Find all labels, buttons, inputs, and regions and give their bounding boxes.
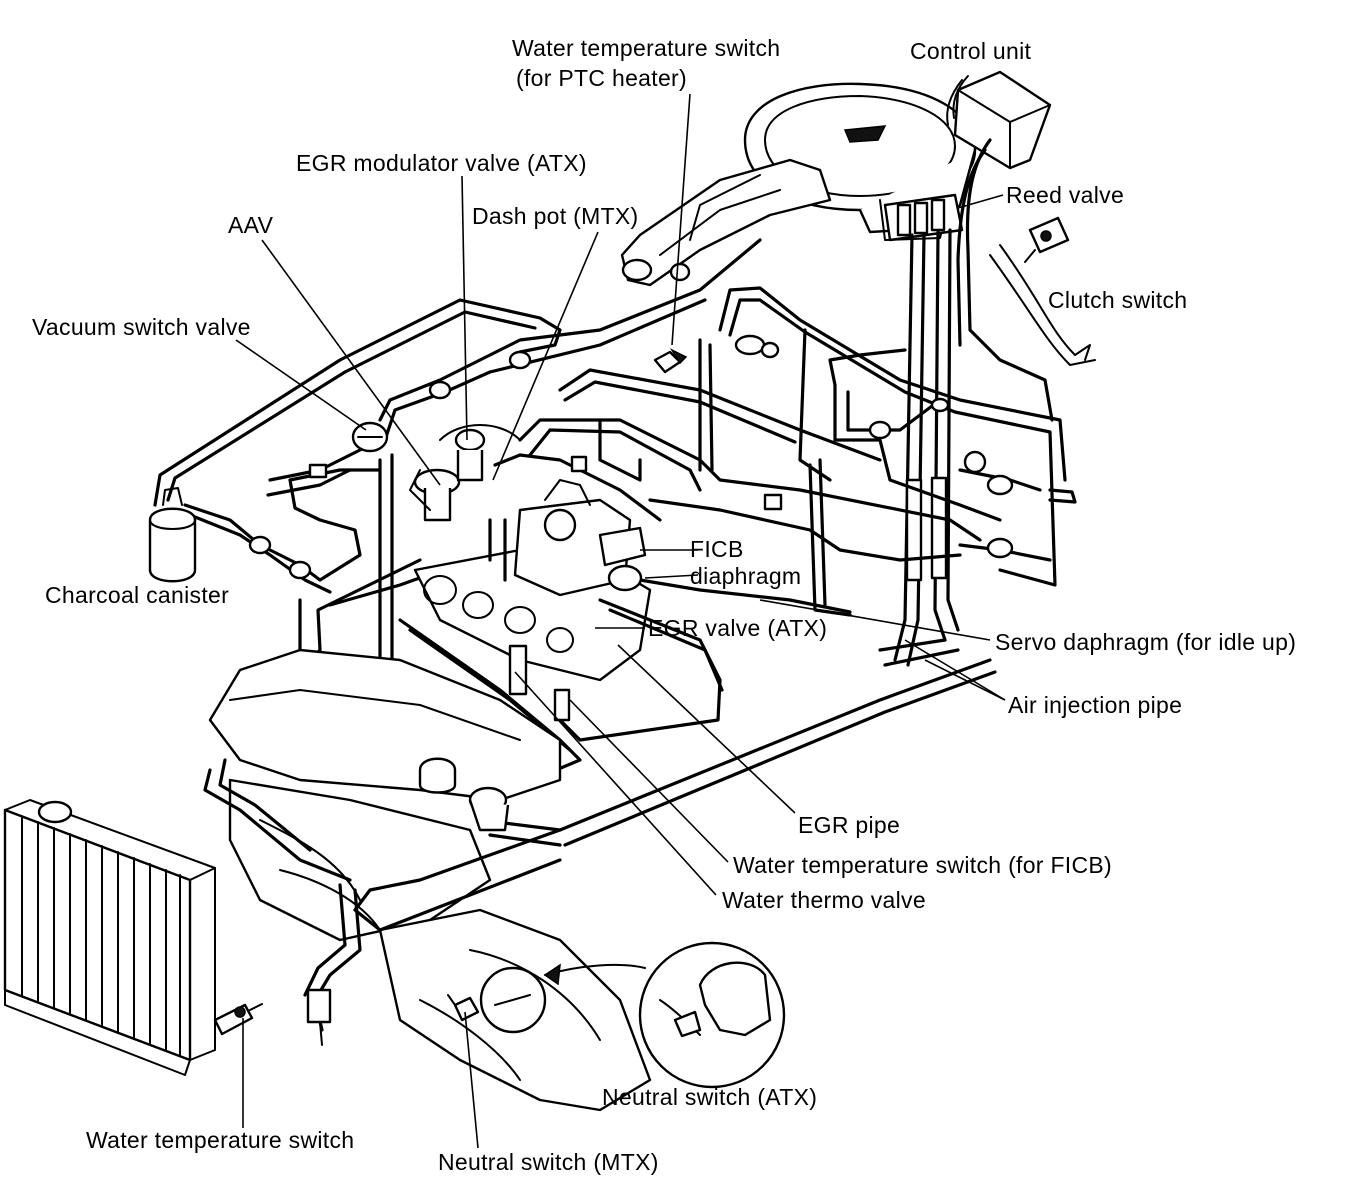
label-egr-pipe: EGR pipe (798, 812, 901, 838)
ptc-heater-switch (653, 348, 688, 374)
label-vacuum-switch-valve: Vacuum switch valve (32, 314, 251, 340)
label-water-temp-switch-ptc-sub: (for PTC heater) (516, 65, 687, 91)
connectors (248, 258, 1014, 580)
charcoal-canister (148, 487, 197, 583)
vacuum-switch-valve (351, 421, 389, 453)
left-hoses (183, 438, 582, 797)
label-charcoal-canister: Charcoal canister (45, 582, 230, 608)
label-water-temperature-switch: Water temperature switch (86, 1127, 355, 1153)
neutral-switch-inset (479, 941, 786, 1089)
label-clutch-switch: Clutch switch (1048, 287, 1188, 313)
control-unit (946, 70, 1052, 170)
clutch-switch (989, 216, 1096, 366)
label-servo-diaphragm: Servo daphragm (for idle up) (995, 629, 1297, 655)
label-aav: AAV (228, 212, 274, 238)
neutral-switch-mtx-part (447, 994, 480, 1022)
reed-valve (883, 193, 964, 242)
label-water-temp-switch-ficb: Water temperature switch (for FICB) (733, 852, 1113, 878)
label-reed-valve: Reed valve (1006, 182, 1125, 208)
aav (409, 468, 461, 522)
label-neutral-switch-atx: Neutral switch (ATX) (602, 1084, 818, 1110)
label-ficb: FICB (690, 536, 744, 562)
water-temp-switch-radiator (213, 1003, 263, 1036)
label-air-injection-pipe: Air injection pipe (1008, 692, 1183, 718)
label-water-temp-switch-ptc: Water temperature switch (512, 35, 781, 61)
label-egr-modulator-valve: EGR modulator valve (ATX) (296, 150, 587, 176)
air-snorkel (620, 158, 832, 287)
air-injection-pipe (878, 228, 960, 667)
carburetor (488, 479, 647, 597)
label-control-unit: Control unit (910, 38, 1032, 64)
engine-block (208, 648, 652, 1112)
leader-lines (235, 93, 1006, 1149)
center-hoses (308, 338, 982, 742)
ficb-water-temp-switch (508, 644, 571, 722)
radiator (3, 799, 216, 1076)
label-egr-valve: EGR valve (ATX) (648, 615, 828, 641)
egr-modulator (439, 424, 521, 482)
label-neutral-switch-mtx: Neutral switch (MTX) (438, 1149, 659, 1175)
label-dash-pot: Dash pot (MTX) (472, 203, 639, 229)
label-water-thermo-valve: Water thermo valve (722, 887, 926, 913)
label-ficb-diaphragm: diaphragm (690, 563, 802, 589)
vacuum-hoses (153, 138, 1077, 617)
